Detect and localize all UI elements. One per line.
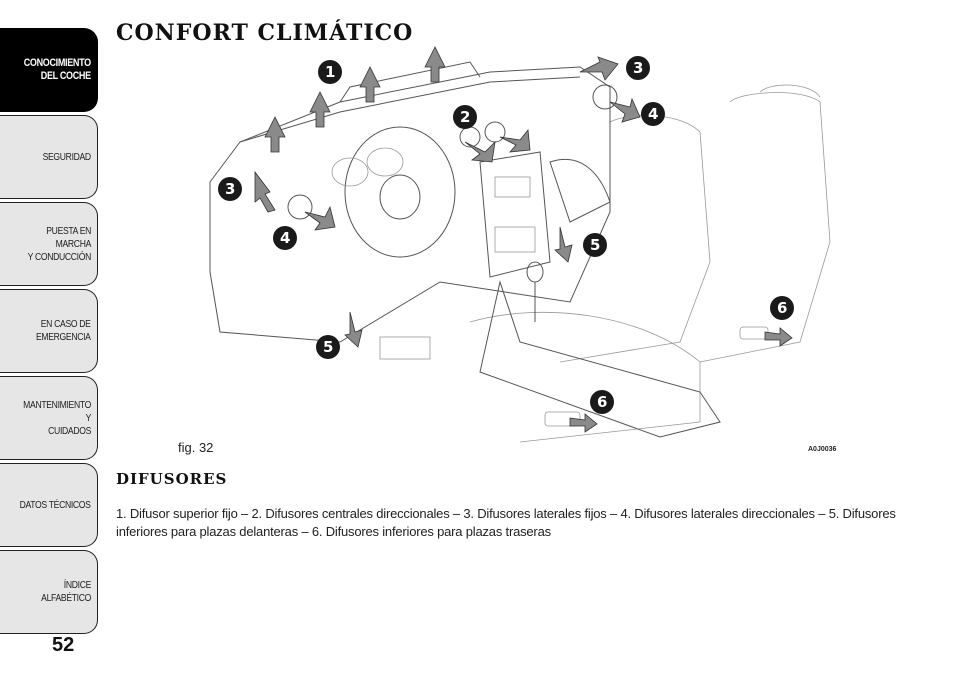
page-title: CONFORT CLIMÁTICO — [116, 20, 414, 46]
tab-puesta-en-marcha[interactable]: PUESTA EN MARCHA Y CONDUCCIÓN — [0, 202, 98, 286]
svg-text:3: 3 — [633, 59, 643, 77]
tab-label: EN CASO DE EMERGENCIA — [36, 318, 91, 343]
climate-controls — [494, 226, 536, 253]
center-vent-right — [484, 121, 506, 143]
tab-seguridad[interactable]: SEGURIDAD — [0, 115, 98, 199]
arrow-rear-center — [569, 413, 598, 433]
callout-5-left: 5 — [316, 335, 340, 359]
tab-mantenimiento[interactable]: MANTENIMIENTO Y CUIDADOS — [0, 376, 98, 460]
radio-unit — [494, 176, 531, 198]
svg-text:6: 6 — [597, 393, 607, 411]
svg-text:6: 6 — [777, 299, 787, 317]
tab-label: MANTENIMIENTO Y CUIDADOS — [23, 398, 91, 437]
callout-5-right: 5 — [583, 233, 607, 257]
tab-datos-tecnicos[interactable]: DATOS TÉCNICOS — [0, 463, 98, 547]
callout-6-center: 6 — [590, 390, 614, 414]
tab-indice-alfabetico[interactable]: ÍNDICE ALFABÉTICO — [0, 550, 98, 634]
gear-knob — [526, 261, 544, 283]
vents-legend-text: 1. Difusor superior fijo – 2. Difusores … — [116, 506, 896, 539]
arrow-up-1 — [264, 116, 286, 153]
airflow-arrows — [254, 46, 793, 433]
seat-cushion-outline — [469, 311, 701, 443]
arrow-footwell-left — [344, 311, 363, 348]
section-heading: DIFUSORES — [116, 470, 228, 488]
steering-wheel — [344, 126, 456, 258]
arrow-rear-right — [764, 327, 793, 347]
tab-label: SEGURIDAD — [42, 150, 92, 163]
figure-code: A0J0036 — [808, 446, 837, 453]
arrow-center-1 — [464, 140, 496, 163]
arrow-up-4 — [424, 46, 446, 83]
steering-hub — [379, 174, 421, 220]
rear-seat-outline — [699, 92, 831, 363]
glovebox — [549, 158, 611, 223]
center-console — [479, 151, 551, 278]
figure-caption: fig. 32 — [178, 440, 214, 455]
center-vent-left — [459, 126, 481, 148]
callout-3-left: 3 — [218, 177, 242, 201]
dashboard-top-edge — [239, 76, 581, 143]
callout-3-right: 3 — [626, 56, 650, 80]
footwell-vent — [379, 336, 431, 360]
arrow-side-right-dir — [609, 97, 641, 123]
dashboard-drawing: 1 2 3 4 3 4 5 5 6 6 — [209, 46, 831, 443]
svg-text:4: 4 — [280, 229, 290, 247]
arrow-side-right-fixed — [579, 56, 619, 81]
gauge-left — [331, 157, 369, 187]
headrest-outline — [759, 84, 821, 98]
tab-label: PUESTA EN MARCHA Y CONDUCCIÓN — [27, 224, 92, 263]
callout-4-left: 4 — [273, 226, 297, 250]
page-number: 52 — [52, 634, 75, 656]
tab-label: ÍNDICE ALFABÉTICO — [41, 579, 91, 604]
arrow-side-left-fixed — [254, 170, 276, 213]
svg-text:5: 5 — [590, 236, 600, 254]
tab-conocimiento-del-coche[interactable]: CONOCIMIENTO DEL COCHE — [0, 28, 98, 112]
svg-text:4: 4 — [648, 105, 658, 123]
side-vent-right — [592, 84, 618, 110]
side-vent-left — [287, 194, 313, 220]
dashboard-vents-illustration: 1 2 3 4 3 4 5 5 6 6 — [140, 42, 860, 457]
tab-label: CONOCIMIENTO DEL COCHE — [23, 57, 91, 82]
svg-text:1: 1 — [325, 63, 335, 81]
callout-6-right: 6 — [770, 296, 794, 320]
gauge-right — [366, 147, 404, 177]
upper-vent-strip — [339, 61, 481, 103]
rear-vent-right — [739, 326, 769, 340]
front-seat-outline — [559, 115, 711, 363]
svg-text:3: 3 — [225, 180, 235, 198]
svg-text:5: 5 — [323, 338, 333, 356]
arrow-footwell-right — [554, 226, 573, 263]
arrow-up-2 — [309, 91, 331, 128]
callout-2: 2 — [453, 105, 477, 129]
tab-emergencia[interactable]: EN CASO DE EMERGENCIA — [0, 289, 98, 373]
arrow-side-left-dir — [304, 205, 336, 231]
center-tunnel — [479, 280, 721, 438]
tab-label: DATOS TÉCNICOS — [19, 498, 91, 511]
svg-text:2: 2 — [460, 108, 470, 126]
callout-4-right: 4 — [641, 102, 665, 126]
callout-1: 1 — [318, 60, 342, 84]
arrow-center-2 — [499, 128, 531, 153]
arrow-up-3 — [359, 66, 381, 103]
